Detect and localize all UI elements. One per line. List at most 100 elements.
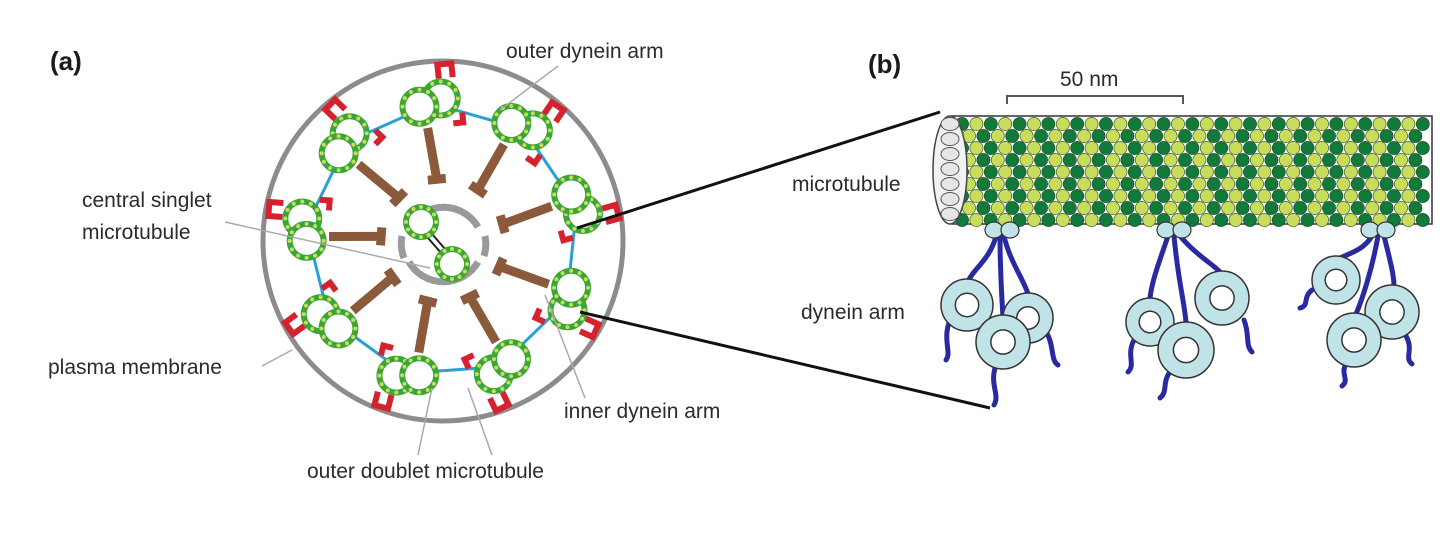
tubulin-dot (328, 136, 333, 141)
tubulin-dot (304, 221, 309, 226)
a-tubule-wall (318, 308, 359, 349)
tubulin-dot (517, 135, 522, 140)
tubulin-dot (344, 311, 349, 316)
tubulin-dot (494, 365, 499, 370)
tubulin-subunit (1257, 189, 1272, 203)
tubulin-subunit (1142, 165, 1157, 179)
radial-spoke (497, 262, 551, 289)
tubulin-dot (442, 249, 447, 254)
tubulin-dot (566, 220, 571, 225)
tubulin-subunit (1199, 213, 1214, 227)
spoke-head (427, 173, 447, 185)
tubulin-dot (483, 357, 488, 362)
tubulin-subunit (1358, 117, 1373, 131)
tubulin-dot (453, 88, 458, 93)
tubulin-subunit (1365, 129, 1380, 143)
label-plasma-membrane: plasma membrane (48, 356, 222, 379)
tubulin-subunit (1127, 213, 1142, 227)
tubulin-dot (524, 112, 529, 117)
tubulin-subunit (1415, 165, 1430, 179)
tubulin-dot (321, 142, 326, 147)
zoom-line-bottom (579, 310, 991, 410)
tubulin-subunit (976, 201, 991, 215)
tubulin-subunit (1329, 117, 1344, 131)
tubulin-subunit (1379, 201, 1394, 215)
tubulin-dot (552, 285, 557, 290)
tubulin-dot (500, 371, 505, 376)
tubulin-subunit (1070, 213, 1085, 227)
tubulin-dot (569, 302, 574, 307)
inner-dynein-arm (453, 112, 467, 127)
tubulin-dot (317, 216, 322, 221)
tubulin-subunit (1134, 201, 1149, 215)
tubulin-subunit (1055, 189, 1070, 203)
tubulin-subunit (1278, 201, 1293, 215)
tubulin-dot (303, 320, 308, 325)
tubulin-subunit (1336, 153, 1351, 167)
spoke-head (495, 214, 510, 235)
tubulin-subunit (1091, 129, 1106, 143)
tubulin-dot (345, 136, 350, 141)
tubulin-dot (351, 159, 356, 164)
dynein-stalk (1177, 233, 1223, 275)
tubulin-subunit (998, 165, 1013, 179)
tubulin-subunit (990, 129, 1005, 143)
tubulin-dot (583, 277, 588, 282)
tubulin-subunit (1293, 153, 1308, 167)
tubulin-subunit (1257, 117, 1272, 131)
radial-spoke (474, 142, 508, 193)
tubulin-subunit (1106, 153, 1120, 167)
tubulin-subunit (1185, 213, 1200, 227)
tubulin-subunit (1322, 129, 1336, 143)
tubulin-dot (565, 325, 570, 330)
tubulin-dot (577, 300, 582, 305)
label-dynein-arm: dynein arm (801, 301, 905, 324)
tubulin-subunit (1113, 213, 1128, 227)
tubulin-dot (457, 249, 462, 254)
tubulin-dot (419, 205, 423, 209)
tubulin-dot (336, 134, 341, 139)
tubulin-subunit (1127, 141, 1142, 155)
tubulin-dot (285, 224, 290, 229)
radial-spoke (423, 127, 442, 181)
tubulin-subunit (1012, 189, 1027, 203)
tubulin-subunit (1228, 117, 1243, 131)
tubulin-dot (362, 122, 367, 127)
tubulin-subunit (1034, 177, 1048, 191)
central-pair (397, 203, 490, 286)
tubulin-subunit (1012, 165, 1027, 179)
tubulin-subunit (1084, 189, 1099, 203)
tubulin-subunit (1027, 141, 1041, 155)
tubulin-dot (483, 386, 488, 391)
tubulin-dot (406, 227, 411, 232)
tubulin-dot (313, 224, 318, 229)
tubulin-subunit (1401, 117, 1416, 131)
tubulin-subunit (1322, 177, 1336, 191)
tubulin-dot (303, 303, 308, 308)
tubulin-subunit (1091, 201, 1106, 215)
tubulin-subunit (1358, 165, 1373, 179)
tubulin-dot (517, 106, 522, 111)
tubulin-subunit (1221, 129, 1236, 143)
tubulin-dot (547, 128, 552, 133)
tubulin-dot (500, 135, 505, 140)
tubulin-subunit (1235, 177, 1250, 191)
tubulin-subunit (1243, 117, 1257, 131)
dynein-head-ring (1172, 336, 1200, 364)
tubulin-subunit (1084, 165, 1099, 179)
tubulin-subunit (1394, 129, 1408, 143)
tubulin-subunit (1185, 141, 1200, 155)
inner-dynein-arm (319, 196, 333, 211)
dynein-stalk (1157, 369, 1173, 401)
tubulin-dot (462, 269, 467, 274)
tubulin-dot (285, 207, 290, 212)
tubulin-subunit (1149, 201, 1164, 215)
central-singlet-upper-wall (403, 204, 439, 240)
tubulin-subunit (1235, 129, 1250, 143)
tubulin-subunit (1214, 213, 1229, 227)
a-tubule (318, 133, 359, 174)
tubulin-subunit (983, 141, 998, 155)
tubulin-subunit (1401, 213, 1416, 227)
tubulin-subunit (1250, 201, 1264, 215)
tubulin-subunit (1415, 117, 1430, 131)
